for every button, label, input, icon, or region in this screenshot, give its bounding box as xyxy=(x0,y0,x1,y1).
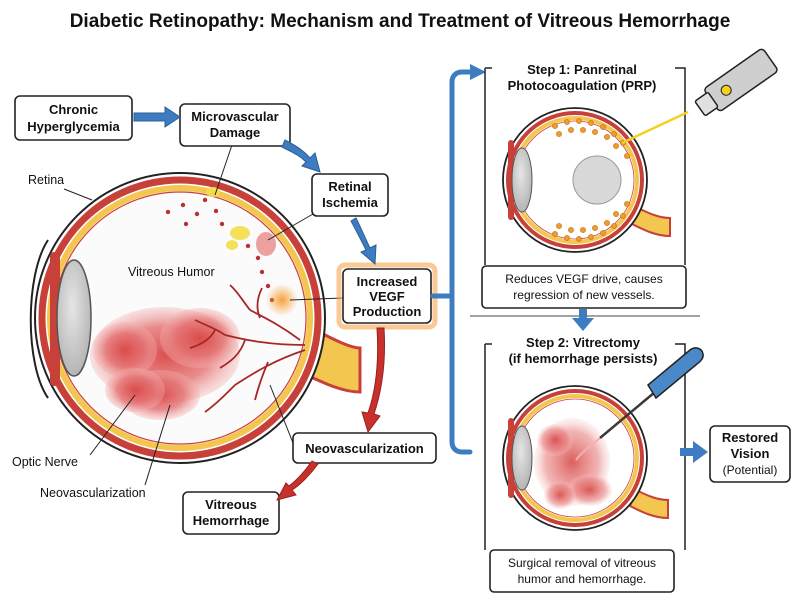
step1-eye xyxy=(502,107,689,253)
svg-text:Chronic: Chronic xyxy=(49,102,98,117)
treatment-bracket-arrow xyxy=(430,69,475,455)
step2-panel: Step 2: Vitrectomy (if hemorrhage persis… xyxy=(484,335,704,593)
main-eye-illustration xyxy=(29,172,362,464)
macula-disc xyxy=(572,155,622,205)
box-retinal-ischemia: Retinal Ischemia xyxy=(311,173,389,217)
svg-text:Production: Production xyxy=(353,304,422,319)
svg-text:Restored: Restored xyxy=(722,430,778,445)
box-neovascularization: Neovascularization xyxy=(292,432,437,464)
svg-text:(Potential): (Potential) xyxy=(723,463,778,477)
svg-text:VEGF: VEGF xyxy=(369,289,404,304)
leader-optic-nerve xyxy=(89,394,136,456)
neovascular-vessels xyxy=(189,284,306,413)
lens xyxy=(56,259,92,377)
svg-text:Vitreous: Vitreous xyxy=(205,497,257,512)
svg-text:regression of new vessels.: regression of new vessels. xyxy=(513,288,654,302)
vitreous-blood-swirl xyxy=(534,418,612,509)
svg-text:Hemorrhage: Hemorrhage xyxy=(193,513,270,528)
ischemia-patch xyxy=(256,232,276,256)
microaneurysm-dots xyxy=(165,197,275,303)
page-title: Diabetic Retinopathy: Mechanism and Trea… xyxy=(70,11,731,32)
svg-text:(if hemorrhage persists): (if hemorrhage persists) xyxy=(509,351,658,366)
arrow-neovascularization-to-hemorrhage xyxy=(276,460,319,501)
svg-text:Microvascular: Microvascular xyxy=(191,109,278,124)
svg-text:Retinal: Retinal xyxy=(328,179,371,194)
step2-title: Step 2: Vitrectomy xyxy=(526,335,641,350)
step2-eye xyxy=(502,385,669,531)
laser-burn-spots xyxy=(552,118,630,242)
svg-text:humor and hemorrhage.: humor and hemorrhage. xyxy=(518,572,647,586)
laser-probe-icon xyxy=(694,48,778,116)
label-vitreous-humor: Vitreous Humor xyxy=(128,265,215,279)
svg-text:Ischemia: Ischemia xyxy=(322,195,378,210)
box-vitreous-hemorrhage: Vitreous Hemorrhage xyxy=(182,491,280,535)
svg-text:Reduces VEGF drive, causes: Reduces VEGF drive, causes xyxy=(505,272,662,286)
svg-text:Hyperglycemia: Hyperglycemia xyxy=(27,119,120,134)
box-microvascular-damage: Microvascular Damage xyxy=(179,103,291,147)
vitrectomy-probe-icon xyxy=(575,347,704,461)
step2-description-box: Surgical removal of vitreous humor and h… xyxy=(489,549,675,593)
leader-retinal-ischemia xyxy=(267,209,321,241)
arrow-step1-to-step2 xyxy=(572,309,594,331)
leader-retina xyxy=(63,188,93,201)
svg-text:Increased: Increased xyxy=(357,274,418,289)
step1-description-box: Reduces VEGF drive, causes regression of… xyxy=(481,265,687,309)
arrow-vegf-to-neovascularization xyxy=(361,327,385,434)
blue-flow-arrows xyxy=(133,106,377,266)
arrow-hyperglycemia-to-damage xyxy=(133,106,181,128)
leader-neovascularization-flow xyxy=(269,384,296,449)
box-restored-vision: Restored Vision (Potential) xyxy=(709,425,791,483)
iris xyxy=(50,252,60,386)
red-flow-arrows xyxy=(276,327,385,501)
svg-text:Vision: Vision xyxy=(731,446,770,461)
svg-text:Damage: Damage xyxy=(210,125,261,140)
step1-title: Step 1: Panretinal xyxy=(527,62,637,77)
label-optic-nerve: Optic Nerve xyxy=(12,455,78,469)
leader-vegf xyxy=(289,297,344,301)
choroid-layer xyxy=(38,176,322,460)
cornea xyxy=(29,239,49,399)
label-retina: Retina xyxy=(28,173,64,187)
label-neovascularization-eye: Neovascularization xyxy=(40,486,146,500)
leader-microvascular-damage xyxy=(214,141,234,196)
arrow-damage-to-ischemia xyxy=(281,139,321,173)
leader-neovascularization-eye xyxy=(144,404,171,486)
bracket-arrowhead-top xyxy=(470,64,486,80)
arrow-ischemia-to-vegf xyxy=(350,217,377,266)
svg-text:Neovascularization: Neovascularization xyxy=(305,441,424,456)
box-increased-vegf: Increased VEGF Production xyxy=(336,262,438,330)
hemorrhage-cloud xyxy=(90,307,240,420)
svg-text:Surgical removal of vitreous: Surgical removal of vitreous xyxy=(508,556,656,570)
vegf-glow xyxy=(266,284,298,316)
step1-panel: Step 1: Panretinal Photocoagulation (PRP… xyxy=(481,48,778,309)
svg-text:Photocoagulation (PRP): Photocoagulation (PRP) xyxy=(508,78,657,93)
box-chronic-hyperglycemia: Chronic Hyperglycemia xyxy=(14,95,133,141)
laser-beam xyxy=(621,110,689,145)
arrow-to-restored-vision xyxy=(680,441,708,463)
